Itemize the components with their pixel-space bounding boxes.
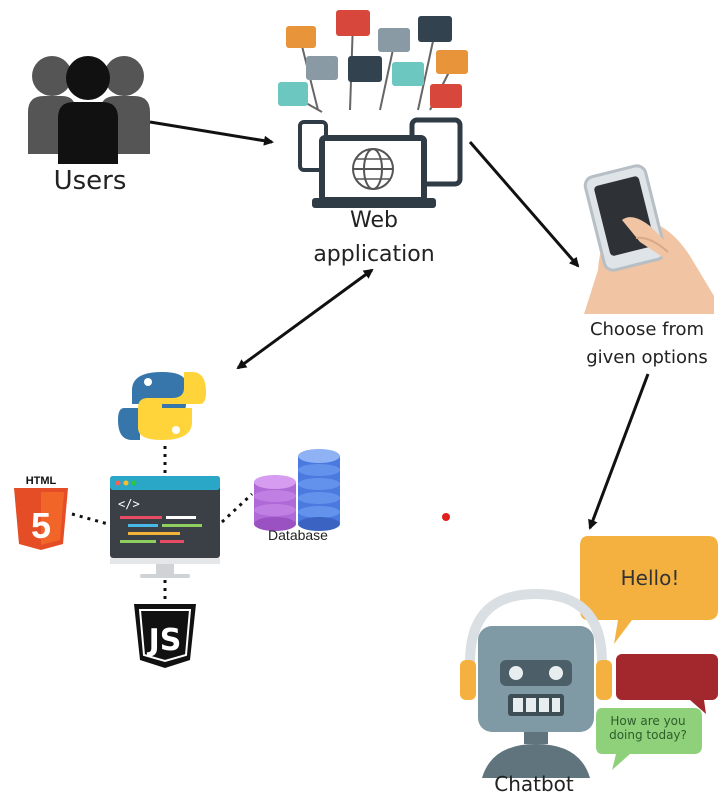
arrow-choose-to-chatbot xyxy=(588,373,650,530)
arrow-web-to-choose xyxy=(468,141,580,268)
database-label: Database xyxy=(268,527,328,543)
code-monitor-icon: </> xyxy=(110,476,220,578)
arrow-users-to-web xyxy=(149,120,274,146)
red-dot xyxy=(442,513,450,521)
web-app-icon xyxy=(278,10,468,208)
html5-number: 5 xyxy=(31,505,51,546)
js-badge-text: JS xyxy=(147,623,182,658)
robot-icon xyxy=(460,588,612,778)
html5-icon: HTML 5 xyxy=(14,475,68,550)
users-icon xyxy=(28,56,150,164)
flow-arrows xyxy=(149,120,650,530)
dotted-connectors xyxy=(71,446,254,602)
users-label: Users xyxy=(53,166,127,196)
chatbot-label: Chatbot xyxy=(494,772,574,796)
hello-bubble-text: Hello! xyxy=(620,566,680,590)
web-app-label-line2: application xyxy=(313,242,435,267)
html-badge-text: HTML xyxy=(26,475,57,487)
how-are-you-bubble-text: How are you doing today? xyxy=(609,714,687,742)
hand-phone-icon xyxy=(583,164,714,314)
speech-bubble-icon xyxy=(580,536,718,770)
javascript-icon: JS xyxy=(134,604,196,668)
web-app-label-line1: Web xyxy=(350,208,398,233)
arrow-web-to-stack xyxy=(236,268,374,370)
web-application-label: Web application xyxy=(296,204,452,272)
python-icon xyxy=(118,372,206,440)
choose-label-line1: Choose from xyxy=(589,319,705,340)
svg-text:</>: </> xyxy=(118,497,140,511)
database-icon xyxy=(254,449,340,531)
choose-options-label: Choose from given options xyxy=(574,316,718,372)
choose-label-line2: given options xyxy=(586,347,708,368)
